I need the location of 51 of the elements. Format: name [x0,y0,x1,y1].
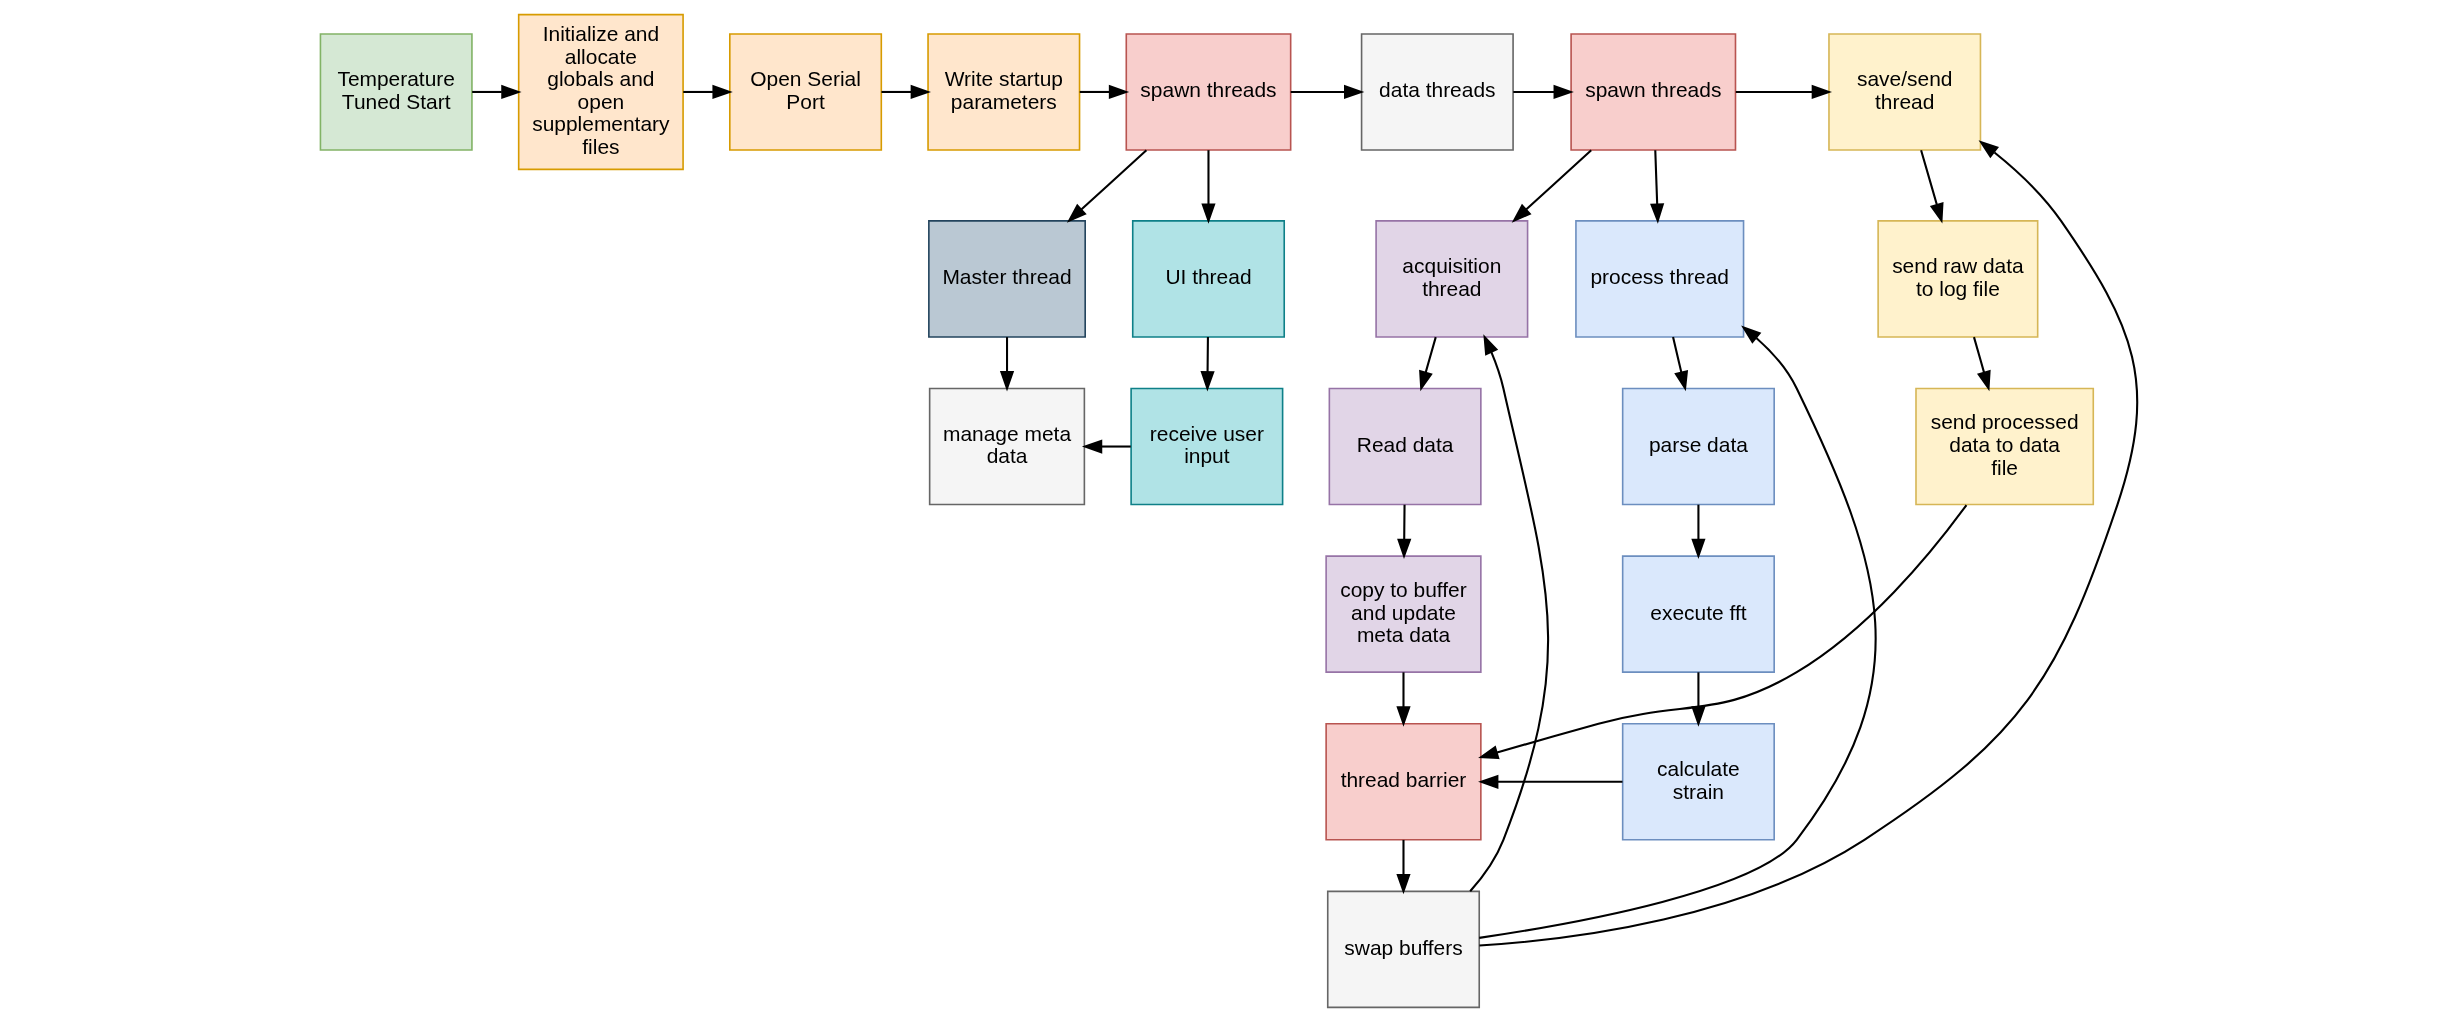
arrow [1691,672,1706,727]
node-box: acquisition thread [1375,220,1529,338]
node-box: Initialize and allocate globals and open supplementary files [517,13,684,171]
arrow [1419,336,1437,392]
node-box: Open Serial Port [729,33,883,151]
node-box: Write startup parameters [927,33,1081,151]
node-box: send raw data to log file [1877,220,2039,338]
arrow [472,84,522,100]
arrow [1511,149,1592,223]
arrow [1079,84,1130,100]
node-box: spawn threads [1125,33,1292,151]
arrow [1396,672,1411,727]
node-box: calculate strain [1621,722,1775,841]
node-box: data threads [1360,33,1514,151]
node-box: parse data [1621,387,1775,506]
node-box: Temperature Tuned Start [319,33,473,151]
arrow [1479,325,1877,939]
arrow [1397,504,1412,560]
arrow [1201,150,1216,224]
node-box: thread barrier [1325,722,1482,841]
arrow [1479,140,2139,947]
node-box: execute fft [1621,555,1775,673]
node-box: receive user input [1130,387,1284,506]
arrow [1469,334,1549,892]
node-box: send processed data to data file [1915,387,2095,506]
arrow [1200,337,1215,392]
node-box: spawn threads [1570,33,1737,151]
arrow [1290,84,1365,100]
arrow [1478,774,1623,789]
arrow [881,84,931,100]
arrow [999,337,1015,392]
node-box: Master thread [928,220,1086,338]
arrow [1972,336,1991,392]
node-box: manage meta data [928,387,1086,506]
arrow [1735,84,1832,100]
arrow [1691,504,1706,560]
node-box: UI thread [1131,220,1286,338]
node-box: save/send thread [1828,33,1982,151]
arrow [1672,336,1689,392]
node-box: Read data [1328,387,1482,506]
arrow [1081,439,1131,454]
arrow [1920,149,1944,224]
node-box: swap buffers [1326,890,1481,1009]
arrow [1478,504,1968,760]
arrow [1396,839,1411,895]
arrow [683,84,733,100]
node-box: copy to buffer and update meta data [1325,555,1482,673]
arrow [1650,150,1665,224]
arrow [1066,149,1148,223]
arrow [1513,84,1574,100]
node-box: process thread [1575,220,1745,338]
